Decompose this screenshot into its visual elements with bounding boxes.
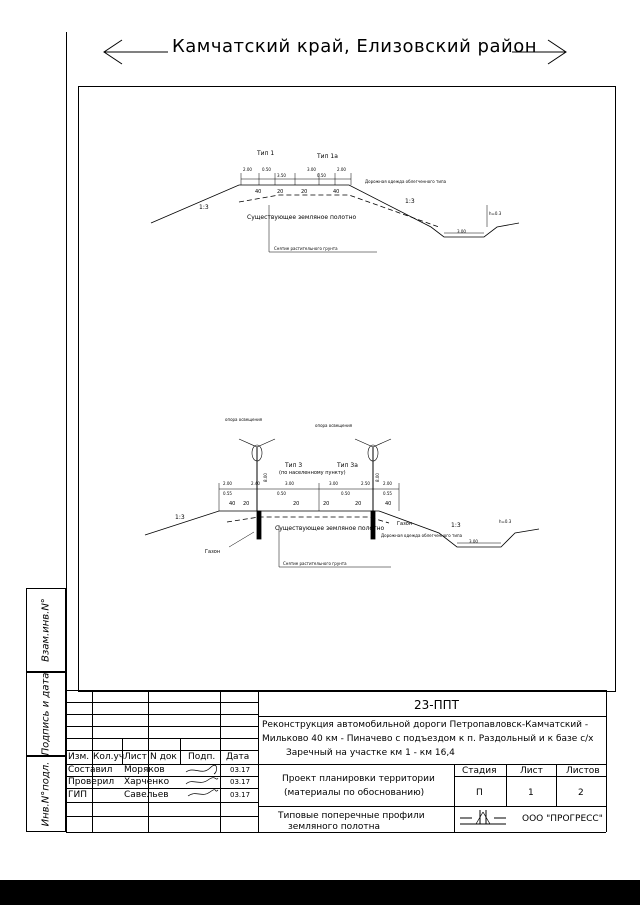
company-logo [460,810,506,825]
signature-marks [185,764,219,797]
col-ndok: N док [150,752,177,762]
top-slope-left: 1:3 [199,204,209,211]
sheets-label: Листов [566,766,600,776]
top-dim-1: 0.50 [262,167,271,172]
bottom-pole-height-right: 8.00 [375,473,380,482]
bottom-dim-8: 2.00 [383,481,392,486]
signer-role-1: Проверил [68,777,115,787]
col-izm: Изм. [68,752,90,762]
bottom-type-3: Тип 3 [284,462,302,469]
project-title-3: Заречный на участке км 1 - км 16,4 [286,748,455,758]
bottom-cross-section [144,438,540,568]
stage-label: Стадия [462,766,497,776]
top-type-1: Тип 1 [256,150,274,157]
side-label-podl: Инв.N°подл. [40,761,52,827]
sheet-label: Лист [520,766,543,776]
bottom-road-surface: Дорожная одежда облегченного типа [381,533,463,538]
bottom-ditch-depth: h=0.3 [499,519,512,524]
sheets-value: 2 [578,788,584,798]
bottom-pole-height-left: 8.00 [263,473,268,482]
top-dim-3: 0.50 [317,173,326,178]
side-label-sign: Подпись и дата [40,672,52,756]
side-label-inv: Взам.инв.N° [40,598,52,662]
signer-date-1: 03.17 [230,778,251,786]
col-list: Лист [124,752,147,762]
top-dim-5: 2.00 [337,167,346,172]
signer-name-0: Моряков [124,765,165,775]
bottom-dim-9: 0.55 [383,491,392,496]
top-slope-right: 1:3 [405,198,415,205]
bottom-dim-7: 2.50 [361,481,370,486]
bottom-type-3a: Тип 3а [336,462,358,469]
stage-value: П [476,788,483,798]
scan-bottom-bar [0,880,640,905]
top-dim-2: 3.50 [277,173,286,178]
top-cross-section [150,173,520,253]
side-strip-sign: Подпись и дата [26,672,66,756]
bottom-slope-right: 1:3 [451,522,461,529]
side-strip-podl: Инв.N°подл. [26,756,66,832]
top-ditch-width: 3.00 [457,229,466,234]
bottom-dim-3: 3.00 [285,481,294,486]
header-arrows [103,39,567,65]
bottom-dim-4: 0.50 [277,491,286,496]
project-title-1: Реконструкция автомобильной дороги Петро… [262,720,589,730]
title-block: Изм. Кол.уч Лист N док Подп. Дата Состав… [66,690,607,833]
signer-role-0: Составил [68,765,113,775]
sheet-value: 1 [528,788,534,798]
left-border-line [66,32,67,832]
bottom-existing-subgrade: Существующее земляное полотно [275,525,385,532]
drawing-title-1: Типовые поперечные профили [278,811,425,821]
signer-date-0: 03.17 [230,766,251,774]
col-kol: Кол.уч [93,752,125,762]
top-type-1a: Тип 1а [316,153,338,160]
bottom-crossfall-0: 40 [229,501,235,507]
top-ditch-depth: h=0.3 [489,211,502,216]
project-title-2: Мильково 40 км - Пиначево с подъездом к … [262,734,594,744]
bottom-crossfall-2: 20 [293,501,299,507]
bottom-crossfall-3: 20 [323,501,329,507]
bottom-pole-right: опора освещения [315,423,353,428]
bottom-type-3-note: (по населенному пункту) [279,470,346,476]
company-name: ООО "ПРОГРЕСС" [522,814,603,824]
drawing-frame: Тип 1 Тип 1а 2.00 0.50 3.50 0.50 3.00 2.… [78,86,616,692]
bottom-lawn-left: Газон [205,549,220,555]
top-crossfall-0: 40 [255,189,261,195]
bottom-dim-6: 3.00 [329,481,338,486]
bottom-crossfall-1: 20 [243,501,249,507]
top-crossfall-3: 40 [333,189,339,195]
bottom-dim-0: 2.00 [223,481,232,486]
side-strip-inv: Взам.инв.N° [26,588,66,672]
bottom-ditch-width: 3.00 [469,539,478,544]
top-crossfall-2: 20 [301,189,307,195]
bottom-slope-left: 1:3 [175,514,185,521]
signer-name-1: Харченко [124,777,170,787]
drawing-title-2: земляного полотна [288,822,381,832]
top-existing-subgrade: Существующее земляное полотно [247,214,357,221]
top-dim-4: 3.00 [307,167,316,172]
bottom-dim-5: 0.50 [341,491,350,496]
header-title: Камчатский край, Елизовский район [172,36,537,57]
top-removal: Снятие растительного грунта [274,246,338,251]
bottom-crossfall-5: 40 [385,501,391,507]
sheet-header: Камчатский край, Елизовский район [100,32,570,72]
bottom-dim-2: 2.40 [251,481,260,486]
signer-name-2: Савельев [124,790,169,800]
top-dim-0: 2.00 [243,167,252,172]
bottom-crossfall-4: 20 [355,501,361,507]
col-data: Дата [226,752,250,762]
doc-code: 23-ППТ [414,698,459,712]
section-title-2: (материалы по обоснованию) [284,788,425,798]
col-podp: Подп. [188,752,216,762]
signer-role-2: ГИП [68,790,87,800]
bottom-removal: Снятие растительного грунта [283,561,347,566]
bottom-pole-left: опора освещения [225,417,263,422]
section-title-1: Проект планировки территории [282,774,435,784]
cross-section-drawings: Тип 1 Тип 1а 2.00 0.50 3.50 0.50 3.00 2.… [144,150,540,568]
signer-date-2: 03.17 [230,791,251,799]
top-road-surface: Дорожная одежда облегченного типа [365,179,447,184]
top-crossfall-1: 20 [277,189,283,195]
bottom-lawn-right: Газон [397,521,412,527]
bottom-dim-1: 0.55 [223,491,232,496]
